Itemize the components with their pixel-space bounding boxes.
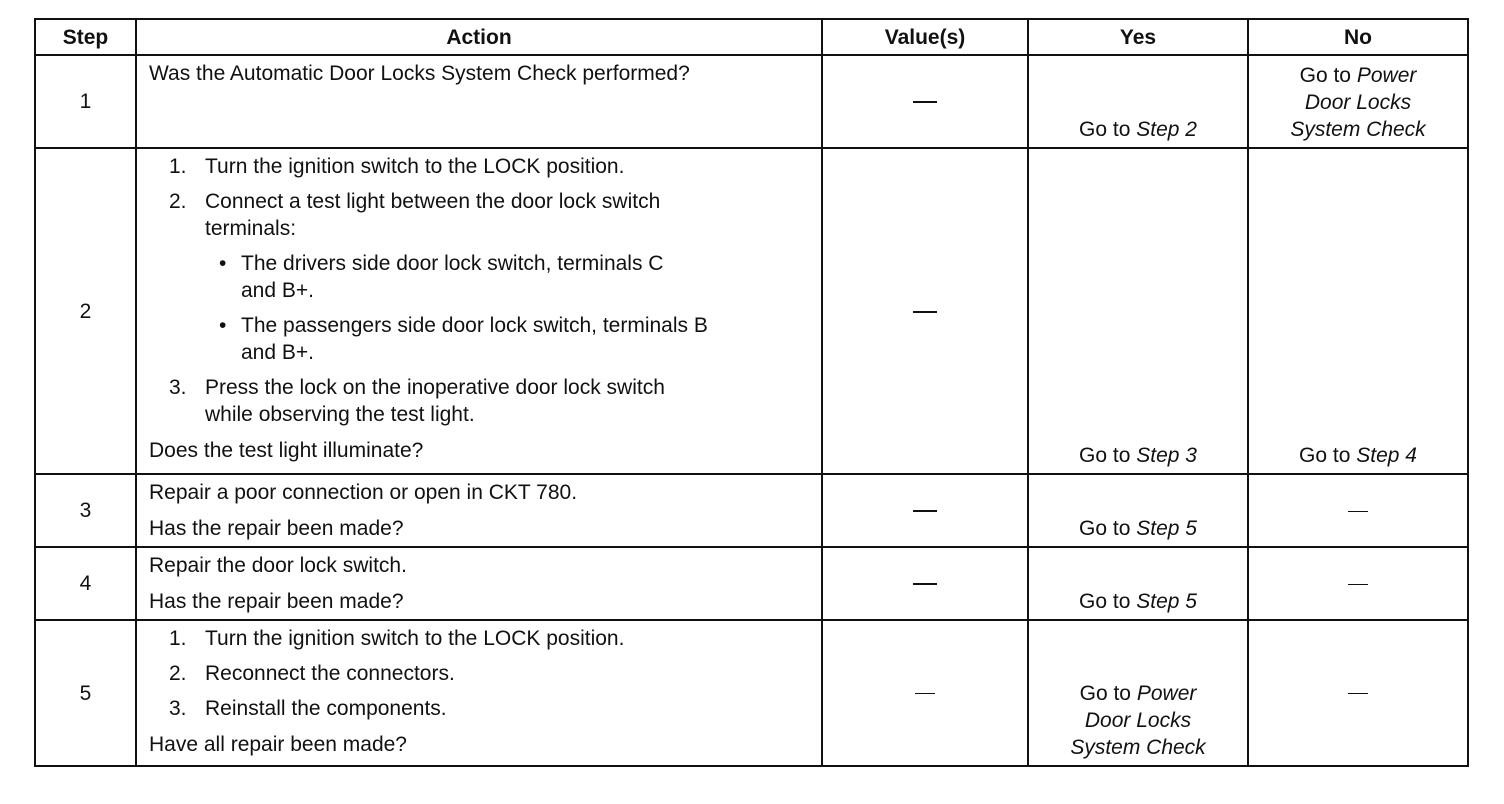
action-question: Has the repair been made? xyxy=(149,517,404,540)
value-cell xyxy=(821,473,1029,548)
yes-target-line2: Door Locks xyxy=(1084,709,1192,732)
bullet-text-line2: and B+. xyxy=(241,341,314,364)
no-cell xyxy=(1247,619,1469,767)
dash-mark xyxy=(913,583,937,586)
no-cell: Go to Step 4 xyxy=(1247,147,1469,475)
value-cell xyxy=(821,54,1029,149)
step-text: Turn the ignition switch to the LOCK pos… xyxy=(205,627,625,650)
no-prefix: Go to xyxy=(1299,64,1351,87)
no-target: Step 4 xyxy=(1356,444,1417,467)
header-values: Value(s) xyxy=(821,18,1029,56)
dash-mark xyxy=(913,510,937,513)
yes-cell: Go to Step 2 xyxy=(1027,54,1249,149)
step-number: 4 xyxy=(34,546,137,621)
step-num: 2. xyxy=(169,190,187,213)
yes-target: Step 3 xyxy=(1136,444,1197,467)
action-instruction: Repair the door lock switch. xyxy=(149,554,407,577)
action-question: Was the Automatic Door Locks System Chec… xyxy=(149,62,690,85)
table-row-step-2: 2 1. Turn the ignition switch to the LOC… xyxy=(34,147,1469,475)
yes-prefix: Go to xyxy=(1079,444,1131,467)
dash-mark xyxy=(1348,510,1368,512)
dash-mark xyxy=(915,693,935,695)
action-instruction: Repair a poor connection or open in CKT … xyxy=(149,481,578,504)
yes-cell: Go to Step 3 xyxy=(1027,147,1249,475)
step-num: 1. xyxy=(169,627,187,650)
yes-target: Step 5 xyxy=(1136,517,1197,540)
step-number: 3 xyxy=(34,473,137,548)
step-text-line1: Press the lock on the inoperative door l… xyxy=(205,376,665,399)
step-text: Turn the ignition switch to the LOCK pos… xyxy=(205,155,625,178)
table-row-step-5: 5 1. Turn the ignition switch to the LOC… xyxy=(34,619,1469,767)
numbered-step: 2. Reconnect the connectors. xyxy=(149,660,811,687)
yes-prefix: Go to xyxy=(1079,517,1131,540)
yes-prefix: Go to xyxy=(1079,118,1131,141)
value-cell xyxy=(821,619,1029,767)
table-row-step-4: 4 Repair the door lock switch. Has the r… xyxy=(34,546,1469,621)
action-cell: Was the Automatic Door Locks System Chec… xyxy=(135,54,823,149)
dash-mark xyxy=(913,101,937,104)
step-text-line1: Connect a test light between the door lo… xyxy=(205,190,661,213)
action-cell: Repair a poor connection or open in CKT … xyxy=(135,473,823,548)
header-action: Action xyxy=(135,18,823,56)
no-prefix: Go to xyxy=(1299,444,1351,467)
step-number: 1 xyxy=(34,54,137,149)
no-cell xyxy=(1247,473,1469,548)
step-num: 3. xyxy=(169,697,187,720)
diagnostic-table: Step Action Value(s) Yes No 1 Was the Au… xyxy=(34,18,1469,767)
numbered-step: 3. Press the lock on the inoperative doo… xyxy=(149,374,811,428)
action-question: Does the test light illuminate? xyxy=(149,439,424,462)
yes-prefix: Go to xyxy=(1079,590,1131,613)
step-number: 2 xyxy=(34,147,137,475)
value-cell xyxy=(821,147,1029,475)
action-question: Has the repair been made? xyxy=(149,590,404,613)
yes-cell: Go to Power Door Locks System Check xyxy=(1027,619,1249,767)
no-target-line3: System Check xyxy=(1290,118,1426,141)
numbered-step: 3. Reinstall the components. xyxy=(149,695,811,722)
bullet-text-line2: and B+. xyxy=(241,279,314,302)
no-target-line1: Power xyxy=(1356,64,1417,87)
dash-mark xyxy=(913,310,937,313)
yes-target-line3: System Check xyxy=(1070,736,1206,759)
value-cell xyxy=(821,546,1029,621)
step-num: 3. xyxy=(169,376,187,399)
yes-target: Step 5 xyxy=(1136,590,1197,613)
numbered-step: 2. Connect a test light between the door… xyxy=(149,188,811,242)
bullet-text-line1: The drivers side door lock switch, termi… xyxy=(241,252,664,275)
dash-mark xyxy=(1348,583,1368,585)
no-target-line2: Door Locks xyxy=(1304,91,1412,114)
action-cell: 1. Turn the ignition switch to the LOCK … xyxy=(135,619,823,767)
action-cell: Repair the door lock switch. Has the rep… xyxy=(135,546,823,621)
table-row-step-3: 3 Repair a poor connection or open in CK… xyxy=(34,473,1469,548)
no-cell: Go to Power Door Locks System Check xyxy=(1247,54,1469,149)
bullet-item: • The drivers side door lock switch, ter… xyxy=(149,250,811,304)
yes-target: Step 2 xyxy=(1136,118,1197,141)
step-text: Reconnect the connectors. xyxy=(205,662,455,685)
dash-mark xyxy=(1348,693,1368,695)
numbered-step: 1. Turn the ignition switch to the LOCK … xyxy=(149,153,811,180)
bullet-text-line1: The passengers side door lock switch, te… xyxy=(241,314,708,337)
yes-prefix: Go to xyxy=(1079,682,1131,705)
no-cell xyxy=(1247,546,1469,621)
step-num: 2. xyxy=(169,662,187,685)
bullet-mark: • xyxy=(219,314,227,337)
bullet-item: • The passengers side door lock switch, … xyxy=(149,312,811,366)
yes-cell: Go to Step 5 xyxy=(1027,546,1249,621)
action-cell: 1. Turn the ignition switch to the LOCK … xyxy=(135,147,823,475)
header-no: No xyxy=(1247,18,1469,56)
step-text: Reinstall the components. xyxy=(205,697,447,720)
step-number: 5 xyxy=(34,619,137,767)
step-num: 1. xyxy=(169,155,187,178)
header-step: Step xyxy=(34,18,137,56)
step-text-line2: while observing the test light. xyxy=(205,403,475,426)
header-yes: Yes xyxy=(1027,18,1249,56)
bullet-mark: • xyxy=(219,252,227,275)
table-row-step-1: 1 Was the Automatic Door Locks System Ch… xyxy=(34,54,1469,149)
yes-cell: Go to Step 5 xyxy=(1027,473,1249,548)
action-question: Have all repair been made? xyxy=(149,733,407,756)
header-row: Step Action Value(s) Yes No xyxy=(34,18,1469,56)
step-text-line2: terminals: xyxy=(205,217,297,240)
yes-target-line1: Power xyxy=(1136,682,1197,705)
numbered-step: 1. Turn the ignition switch to the LOCK … xyxy=(149,625,811,652)
